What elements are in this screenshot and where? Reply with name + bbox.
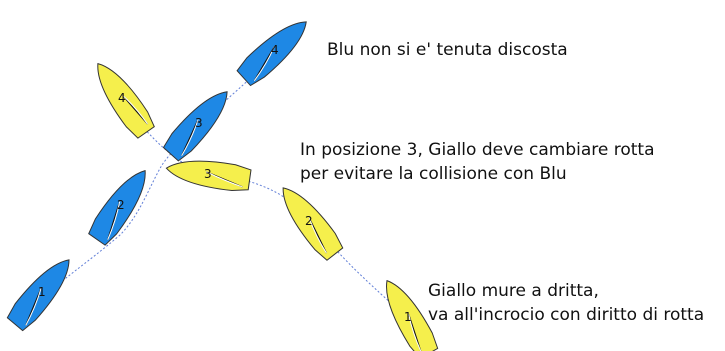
yellow-boat-position-4: 4	[86, 55, 158, 141]
caption-giallo-rule: Giallo mure a dritta, va all'incrocio co…	[428, 279, 704, 327]
caption-giallo-position-3-line-2: per evitare la collisione con Blu	[300, 164, 567, 184]
caption-giallo-position-3: In posizione 3, Giallo deve cambiare rot…	[300, 138, 655, 186]
caption-giallo-rule-line-1: Giallo mure a dritta,	[428, 281, 599, 301]
blue-boat-number-4: 4	[271, 43, 279, 57]
yellow-boat-number-1: 1	[404, 310, 412, 324]
blue-boat-number-3: 3	[195, 116, 203, 130]
yellow-boat-number-3: 3	[204, 167, 212, 181]
caption-blu-statement-text: Blu non si e' tenuta discosta	[327, 40, 568, 60]
yellow-boat-track	[119, 99, 409, 321]
caption-blu-statement: Blu non si e' tenuta discosta	[327, 38, 568, 62]
blue-boat-number-1: 1	[38, 285, 46, 299]
blue-boat-number-2: 2	[117, 198, 125, 212]
blue-boat-position-3: 3	[160, 82, 238, 164]
yellow-boat-number-2: 2	[305, 214, 313, 228]
yellow-boat-position-3: 3	[164, 154, 252, 194]
caption-giallo-position-3-line-1: In posizione 3, Giallo deve cambiare rot…	[300, 140, 655, 160]
yellow-boat-number-4: 4	[118, 91, 126, 105]
caption-giallo-rule-line-2: va all'incrocio con diritto di rotta	[428, 305, 705, 325]
blue-boat-position-1: 1	[4, 250, 80, 334]
blue-boat-position-4: 4	[234, 11, 316, 89]
blue-boat-position-2: 2	[85, 162, 157, 248]
yellow-boat-position-1: 1	[375, 273, 441, 351]
yellow-boat-position-2: 2	[272, 179, 346, 263]
